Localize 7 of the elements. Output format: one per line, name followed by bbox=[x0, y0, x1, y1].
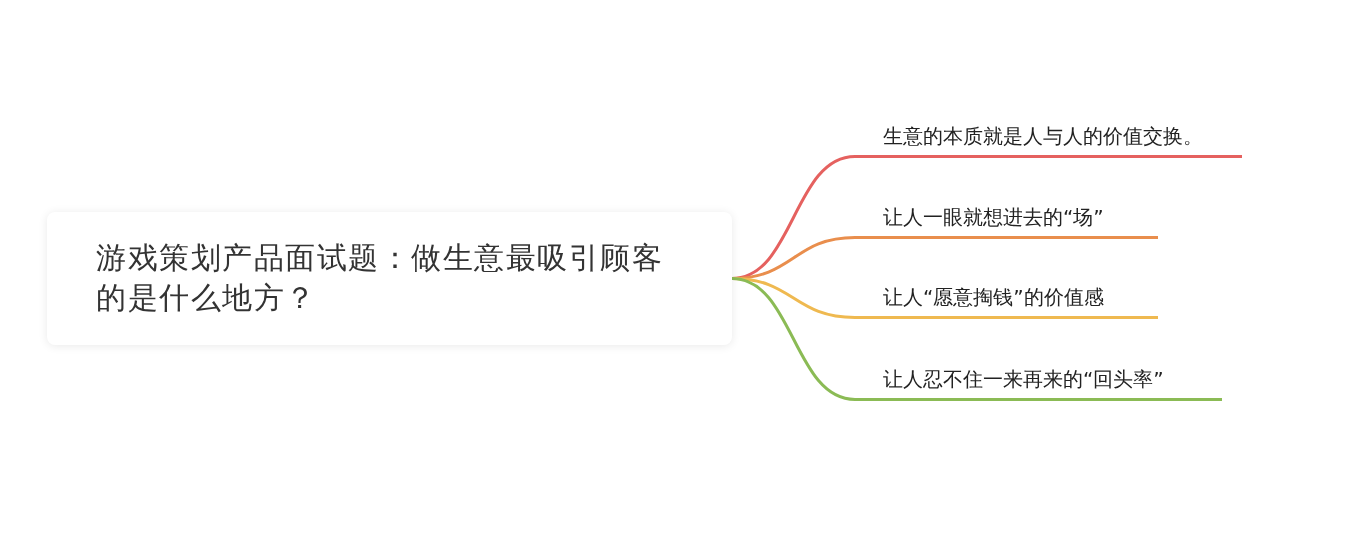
branch-text: 生意的本质就是人与人的价值交换。 bbox=[883, 123, 1204, 150]
branch-text: 让人一眼就想进去的“场” bbox=[883, 204, 1105, 231]
topic-title: 游戏策划产品面试题：做生意最吸引顾客的是什么地方？ bbox=[96, 239, 664, 317]
branch-text: 让人“愿意掏钱”的价值感 bbox=[883, 284, 1105, 311]
branch-text: 让人忍不住一来再来的“回头率” bbox=[883, 366, 1165, 393]
branch-curve bbox=[730, 277, 857, 401]
topic-card bbox=[47, 212, 732, 345]
